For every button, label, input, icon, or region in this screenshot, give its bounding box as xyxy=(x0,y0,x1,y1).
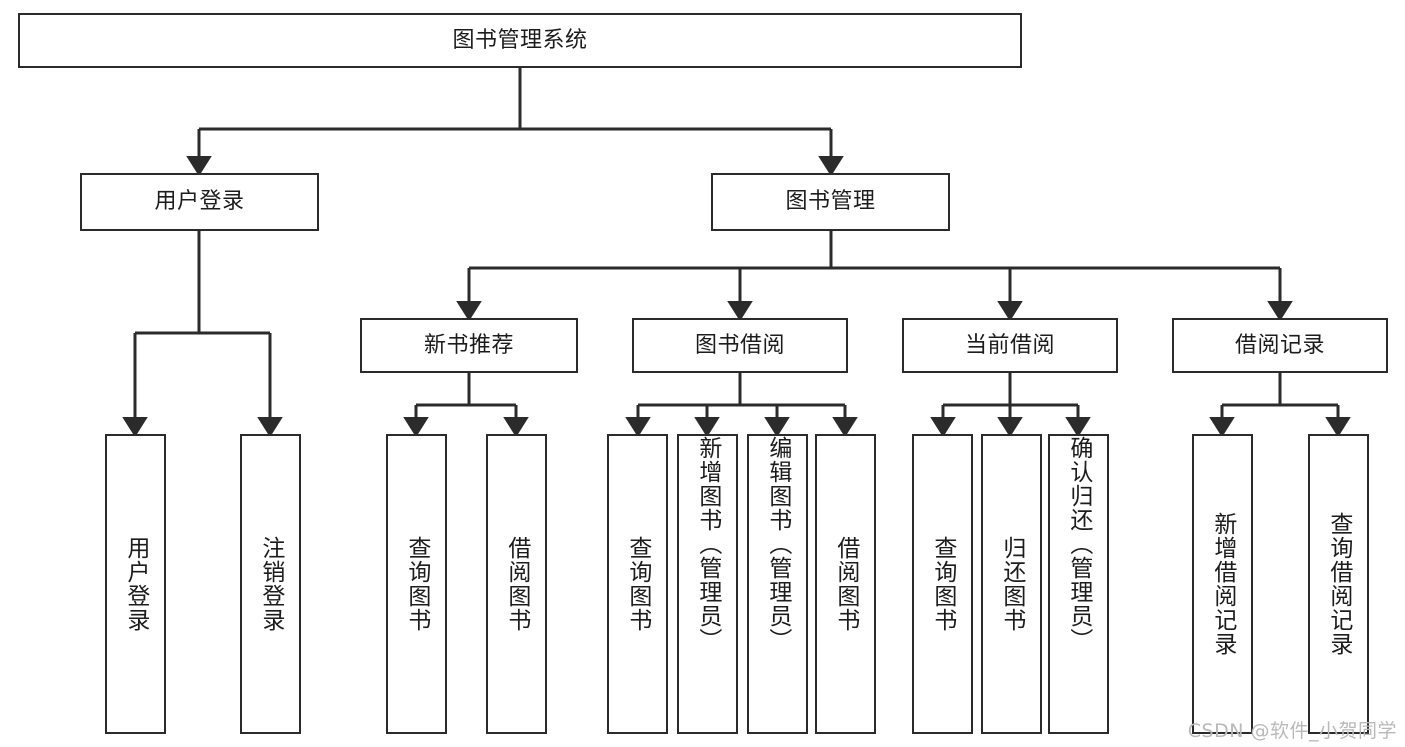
leaf-user-login[interactable]: 用户登录 xyxy=(105,434,166,734)
leaf-query-book-recommend[interactable]: 查询图书 xyxy=(386,434,447,734)
leaf-add-borrow-record[interactable]: 新增借阅记录 xyxy=(1192,434,1253,734)
leaf-label: 新增借阅记录 xyxy=(1209,512,1236,656)
node-borrow-record[interactable]: 借阅记录 xyxy=(1172,318,1388,373)
leaf-query-book-current[interactable]: 查询图书 xyxy=(912,434,973,734)
leaf-label: 确认归还（管理员） xyxy=(1065,436,1092,652)
leaf-borrow-book[interactable]: 借阅图书 xyxy=(815,434,876,734)
node-current-borrow[interactable]: 当前借阅 xyxy=(902,318,1118,373)
leaf-label: 归还图书 xyxy=(998,536,1025,632)
node-new-book-recommend[interactable]: 新书推荐 xyxy=(360,318,578,373)
node-user-login[interactable]: 用户登录 xyxy=(80,173,319,231)
leaf-label: 查询图书 xyxy=(624,536,651,632)
leaf-label: 注销登录 xyxy=(257,536,284,632)
node-label: 借阅记录 xyxy=(1234,332,1325,358)
leaf-label: 查询图书 xyxy=(403,536,430,632)
node-label: 用户登录 xyxy=(154,189,245,215)
leaf-logout[interactable]: 注销登录 xyxy=(240,434,301,734)
leaf-label: 借阅图书 xyxy=(832,536,859,632)
leaf-label: 借阅图书 xyxy=(503,536,530,632)
leaf-label: 查询借阅记录 xyxy=(1325,512,1352,656)
node-book-borrow[interactable]: 图书借阅 xyxy=(632,318,848,373)
leaf-confirm-return-admin[interactable]: 确认归还（管理员） xyxy=(1048,434,1109,734)
leaf-label: 查询图书 xyxy=(929,536,956,632)
leaf-add-book-admin[interactable]: 新增图书（管理员） xyxy=(677,434,738,734)
node-label: 新书推荐 xyxy=(423,332,514,358)
node-label: 图书管理 xyxy=(785,189,876,215)
node-label: 图书管理系统 xyxy=(452,27,588,53)
node-label: 当前借阅 xyxy=(964,332,1055,358)
leaf-borrow-book-recommend[interactable]: 借阅图书 xyxy=(486,434,547,734)
watermark: CSDN @软件_小贺同学 xyxy=(1187,720,1397,742)
leaf-label: 编辑图书（管理员） xyxy=(764,436,791,652)
leaf-query-borrow-record[interactable]: 查询借阅记录 xyxy=(1308,434,1369,734)
leaf-label: 用户登录 xyxy=(122,536,149,632)
leaf-label: 新增图书（管理员） xyxy=(694,436,721,652)
node-label: 图书借阅 xyxy=(694,332,785,358)
leaf-return-book[interactable]: 归还图书 xyxy=(981,434,1042,734)
leaf-query-book-borrow[interactable]: 查询图书 xyxy=(607,434,668,734)
node-book-management[interactable]: 图书管理 xyxy=(711,173,950,231)
leaf-edit-book-admin[interactable]: 编辑图书（管理员） xyxy=(747,434,808,734)
node-root-book-management-system[interactable]: 图书管理系统 xyxy=(18,13,1022,68)
